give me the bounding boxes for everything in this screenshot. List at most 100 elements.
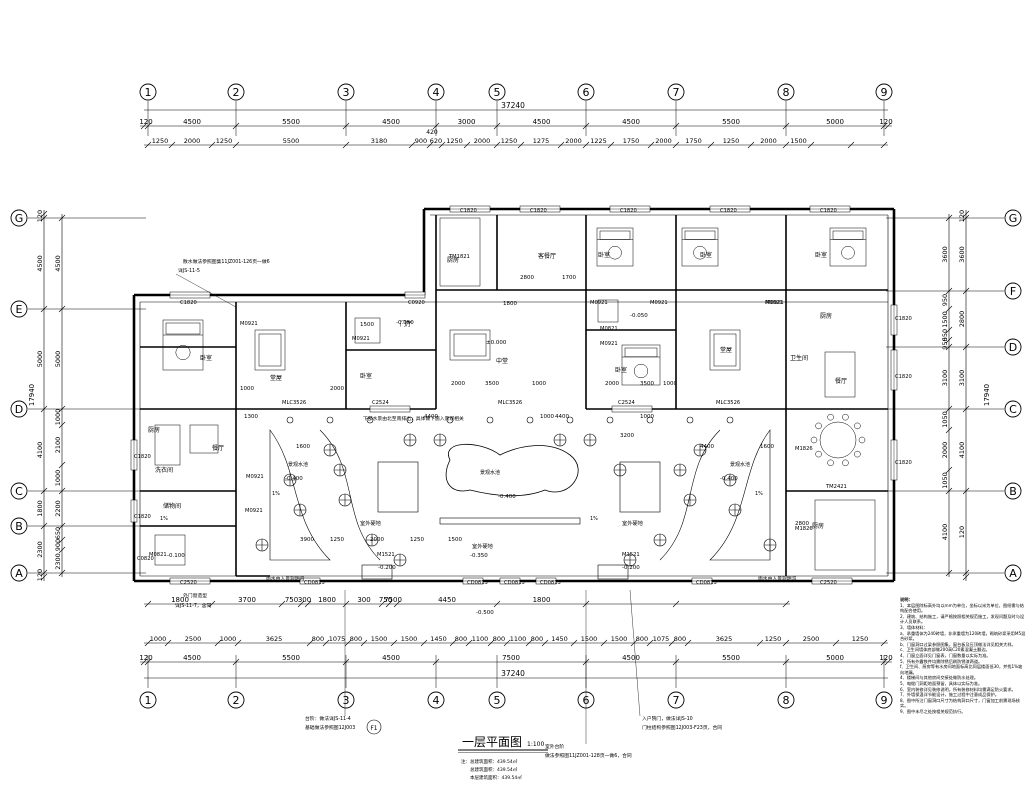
- window-tag: CD0813: [304, 580, 325, 586]
- dim-left-outer-text: 1800: [36, 500, 44, 517]
- axis-bubble-top-1: [139, 83, 157, 101]
- axis-bubble-top-4: [427, 83, 445, 101]
- dim-right-inner-text: 550: [941, 329, 949, 341]
- dim-top-row1-text: 4500: [533, 118, 551, 126]
- dim-bottom-row2-tick: [756, 639, 764, 647]
- axis-bubble-right-B: [1004, 482, 1022, 500]
- interior-dimension: 1250: [330, 537, 344, 543]
- chair-icon: [854, 450, 861, 458]
- axis-bubble-bottom-4: [427, 691, 445, 709]
- outdoor-label: 室外硬地: [360, 519, 381, 527]
- axis-bubble-bottom-1-label: 1: [145, 694, 152, 707]
- dim-bottom-row1-tick: [393, 600, 401, 608]
- dim-bottom-row3-tick: [884, 658, 892, 666]
- door-tag: M0921: [246, 474, 264, 480]
- dim-left-outer-text: 4500: [36, 255, 44, 272]
- dim-bottom-row1-text: 7500: [384, 596, 402, 604]
- dim-left-outer-text: 2300: [36, 541, 44, 558]
- plan-labels: 厨房餐厅卧室卧室卧室卧室卧室卧室堂屋堂屋中堂厨房厨房卫生间洗衣间餐厅厨房客餐厅门…: [134, 208, 912, 759]
- dim-right-inner-text: 2000: [941, 442, 949, 459]
- dim-bottom-row2-tick: [832, 639, 840, 647]
- chair-icon: [854, 422, 861, 430]
- note-line: 3、墙体材料：: [900, 624, 928, 630]
- room-label: 厨房: [812, 522, 824, 530]
- window-tag: C1820: [134, 514, 151, 520]
- table-icon: [189, 424, 219, 454]
- level-mark: -0.200: [622, 565, 640, 571]
- dim-bottom-row3-tick: [342, 658, 350, 666]
- door-tag: MLC3526: [498, 400, 522, 406]
- interior-dimension: 2000: [451, 381, 465, 387]
- dim-total-top: 37240: [501, 101, 525, 110]
- interior-dimension: 1500: [448, 537, 462, 543]
- dim-right-outer-tick: [962, 287, 970, 295]
- room-label: 卧室: [700, 251, 712, 259]
- dim-left-outer-tick: [40, 405, 48, 413]
- dim-bottom-row3-tick: [432, 658, 440, 666]
- dim-bottom-row1-tick: [782, 600, 790, 608]
- dim-bottom-row2-text: 1500: [611, 635, 628, 643]
- reference-note: 入户院门，做法详JS-10: [642, 715, 693, 722]
- bed-pillow-icon: [165, 322, 201, 335]
- dim-right-inner-tick: [945, 569, 953, 577]
- axis-bubble-top-7: [667, 83, 685, 101]
- axis-bubble-bottom-5-label: 5: [494, 694, 501, 707]
- dim-top-row2-text: 1275: [533, 137, 550, 145]
- garden-label: 景观水池: [288, 461, 308, 468]
- dim-right-inner-tick: [945, 214, 953, 222]
- room-label: 卧室: [615, 366, 627, 374]
- dim-bottom-row1-text: 1800: [318, 596, 336, 604]
- axis-bubble-right-A-label: A: [1009, 567, 1017, 580]
- dim-bottom-row2-tick: [570, 639, 578, 647]
- chair-icon: [858, 436, 866, 444]
- dim-bottom-row1-text: 1800: [533, 596, 551, 604]
- dim-bottom-row1-tick: [208, 600, 216, 608]
- dim-bottom-row2-text: 800: [312, 635, 324, 643]
- axis-bubble-left-A: [10, 564, 28, 582]
- dim-bottom-row2-text: 1250: [765, 635, 782, 643]
- dim-right-inner-tick: [945, 426, 953, 434]
- note-line: 9、图中未尽之处按相关规范执行。: [900, 708, 966, 714]
- window-tag: C1820: [460, 208, 477, 214]
- dim-bottom-row2-text: 1250: [852, 635, 869, 643]
- dim-left-inner-text: 1000: [54, 470, 62, 487]
- axis-bubble-left-G: [10, 209, 28, 227]
- dim-top-row1-text: 120: [139, 118, 152, 126]
- room-label: 厨房: [148, 426, 160, 434]
- round-table-icon: [819, 421, 857, 459]
- axis-bubble-right-D-label: D: [1009, 341, 1017, 354]
- tree-cross: [724, 474, 736, 486]
- slope-mark: 1%: [160, 516, 168, 522]
- dim-bottom-row1-tick: [278, 600, 286, 608]
- bed-icon-mid: [621, 344, 661, 386]
- tree-cross: [654, 534, 666, 546]
- dim-right-total: 17940: [983, 384, 991, 406]
- dim-bottom-row1-text: 3700: [238, 596, 256, 604]
- dim-bottom-row2-text: 1500: [371, 635, 388, 643]
- dim-bottom-row1-tick: [304, 600, 312, 608]
- drawing-title-block: 一层平面图 1:100 注：总建筑面积：439.54㎡ 总建筑面积：439.54…: [458, 735, 548, 781]
- dim-bottom-row2-text: 3625: [716, 635, 733, 643]
- bed-icon-north-3: [829, 227, 867, 267]
- reference-note: 门柱结构参照图12J003-F23页，合同: [642, 724, 722, 731]
- dim-left-inner-tick: [58, 461, 66, 469]
- dim-top-row2-text: 1250: [152, 137, 169, 145]
- dim-left-outer-text: 4100: [36, 442, 44, 459]
- dim-left-inner-text: 2200: [54, 500, 62, 517]
- bed-pillow-icon: [599, 230, 631, 240]
- dim-bottom-row2-tick: [390, 639, 398, 647]
- window-tag: C1820: [895, 374, 912, 380]
- note-line: 4、门窗立面详见门窗表，门窗数量以实际为准。: [900, 652, 991, 658]
- axis-bubble-left-A-label: A: [15, 567, 23, 580]
- interior-dimension: 2000: [330, 386, 344, 392]
- note-line: 5、所有外露铁件均需除锈后刷防锈漆两道。: [900, 658, 983, 664]
- dim-top-row1-tick: [493, 122, 501, 130]
- room-label: 厨房: [820, 312, 832, 320]
- dim-top-row2-tick: [463, 141, 471, 149]
- dim-top-row1-text: 5500: [282, 118, 300, 126]
- tree-cross: [554, 434, 566, 446]
- axis-bubble-top-5-label: 5: [494, 86, 501, 99]
- dim-top-row2-text: 1225: [590, 137, 607, 145]
